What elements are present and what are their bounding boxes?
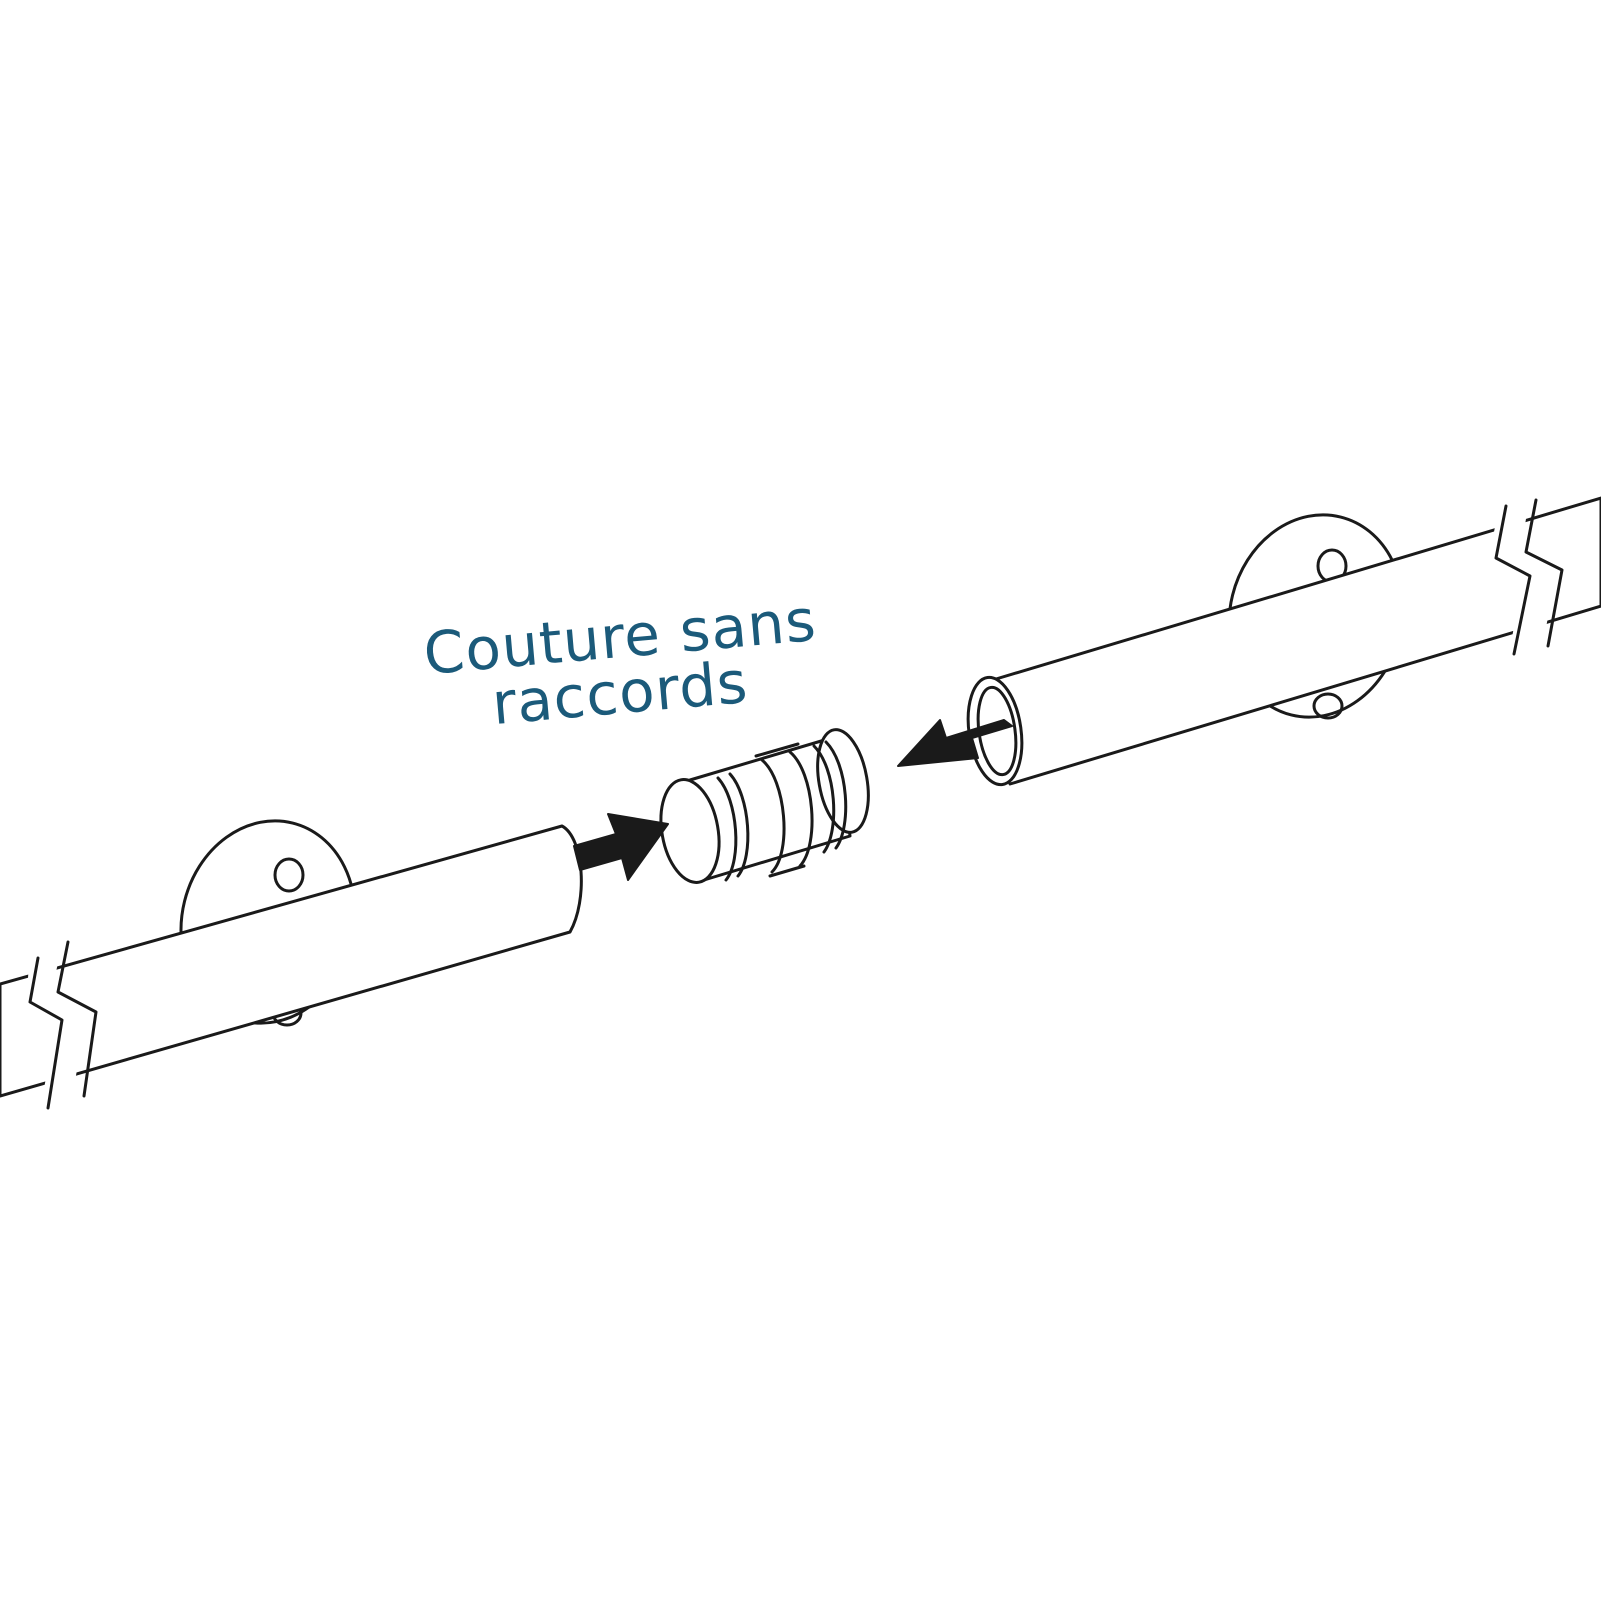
arrow-left-icon: [897, 719, 1013, 767]
connector-groove-1b: [728, 772, 750, 878]
left-tube-break-line-b: [56, 940, 98, 1098]
right-tube: [966, 494, 1601, 787]
arrow-right-shape: [573, 813, 669, 881]
connector-groove-1: [716, 776, 738, 882]
connector-collar-left: [760, 758, 786, 874]
right-tube-break-line-a: [1494, 504, 1532, 656]
right-tube-body: [994, 496, 1601, 786]
arrow-left-shape: [897, 719, 1013, 767]
arrow-right-icon: [573, 813, 669, 881]
connector-collar-bottom: [768, 864, 806, 878]
connector-collar-right: [788, 750, 814, 868]
left-tube: [0, 824, 583, 1110]
connector-groove-2b: [824, 740, 848, 850]
left-tube-break-line-a: [28, 956, 64, 1110]
left-tube-body: [0, 824, 583, 1098]
right-tube-break-outer: [1488, 494, 1556, 660]
right-tube-break-line-b: [1524, 498, 1564, 648]
connector-sleeve: [659, 728, 870, 884]
left-tube-break-outer: [26, 944, 86, 1110]
connector-collar-top: [754, 742, 800, 758]
connector-end-cap: [659, 778, 721, 884]
connector-groove-2: [812, 744, 836, 854]
left-bracket-screw-hole-top: [273, 857, 305, 893]
right-bracket-screw-hole-bottom: [1312, 692, 1344, 720]
